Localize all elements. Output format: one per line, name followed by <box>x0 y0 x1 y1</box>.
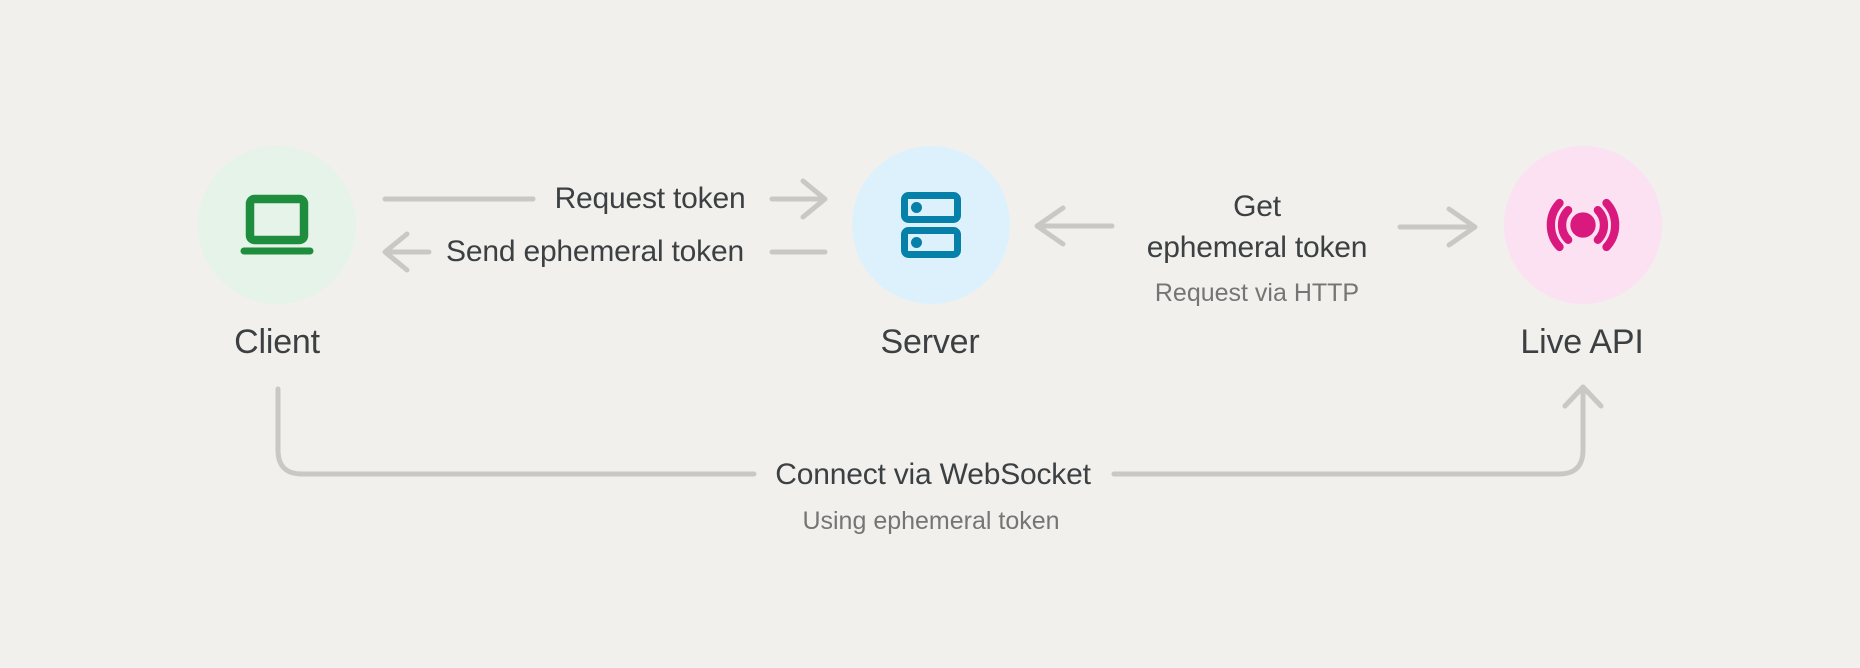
using-ephemeral-token-subtitle: Using ephemeral token <box>802 507 1060 535</box>
get-ephemeral-token-edge-label: Get ephemeral token <box>1146 190 1368 264</box>
request-token-arrow-right-icon <box>769 178 828 220</box>
websocket-arrow-up-icon <box>1562 384 1604 409</box>
live-api-node-label: Live API <box>1520 323 1644 361</box>
send-ephemeral-token-edge-label: Send ephemeral token <box>446 235 744 268</box>
get-ephemeral-arrow-left-icon <box>1034 205 1115 247</box>
server-rack-icon <box>901 192 961 258</box>
request-token-edge-label: Request token <box>554 182 746 215</box>
server-node-label: Server <box>880 323 980 361</box>
send-ephemeral-arrow-left-icon <box>382 231 432 273</box>
connect-via-websocket-edge-label: Connect via WebSocket <box>775 458 1091 491</box>
server-node-circle <box>852 146 1010 304</box>
get-ephemeral-arrow-right-icon <box>1397 206 1478 248</box>
client-node-circle <box>198 146 356 304</box>
client-node-label: Client <box>234 323 320 361</box>
laptop-icon <box>240 194 314 255</box>
live-api-node-circle <box>1504 146 1662 304</box>
broadcast-icon <box>1546 198 1620 252</box>
request-via-http-subtitle: Request via HTTP <box>1154 279 1360 307</box>
